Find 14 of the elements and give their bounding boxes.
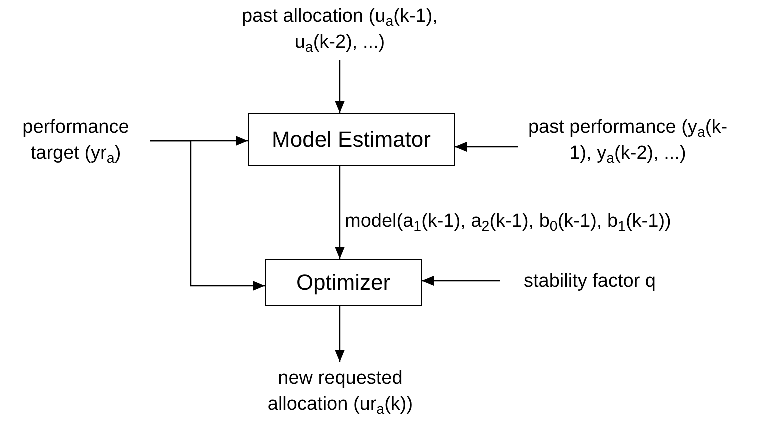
- text-label: stability factor q: [500, 268, 680, 296]
- arrow: [335, 306, 345, 362]
- text-label: new requested allocation (ur$_{a}$(k)): [248, 362, 433, 422]
- process-box: Optimizer: [265, 259, 422, 306]
- arrow: [455, 142, 518, 152]
- text-label: past performance (y$_{a}$(k-1), y$_{a}$(k-2), ...): [518, 113, 738, 169]
- arrow: [150, 140, 265, 291]
- text-label: past allocation (u$_{a}$(k-1), u$_{a}$(k-2), ...): [232, 0, 448, 60]
- arrow: [335, 60, 345, 113]
- process-box: Model Estimator: [248, 113, 455, 166]
- arrow: [335, 166, 345, 259]
- arrow: [422, 276, 500, 286]
- edge-label: model(a$_{1}$(k-1), a$_{2}$(k-1), b$_{0}$(k-1), b$_{1}$(k-1)): [345, 210, 672, 234]
- text-label: performance target (yr$_{a}$): [2, 113, 150, 169]
